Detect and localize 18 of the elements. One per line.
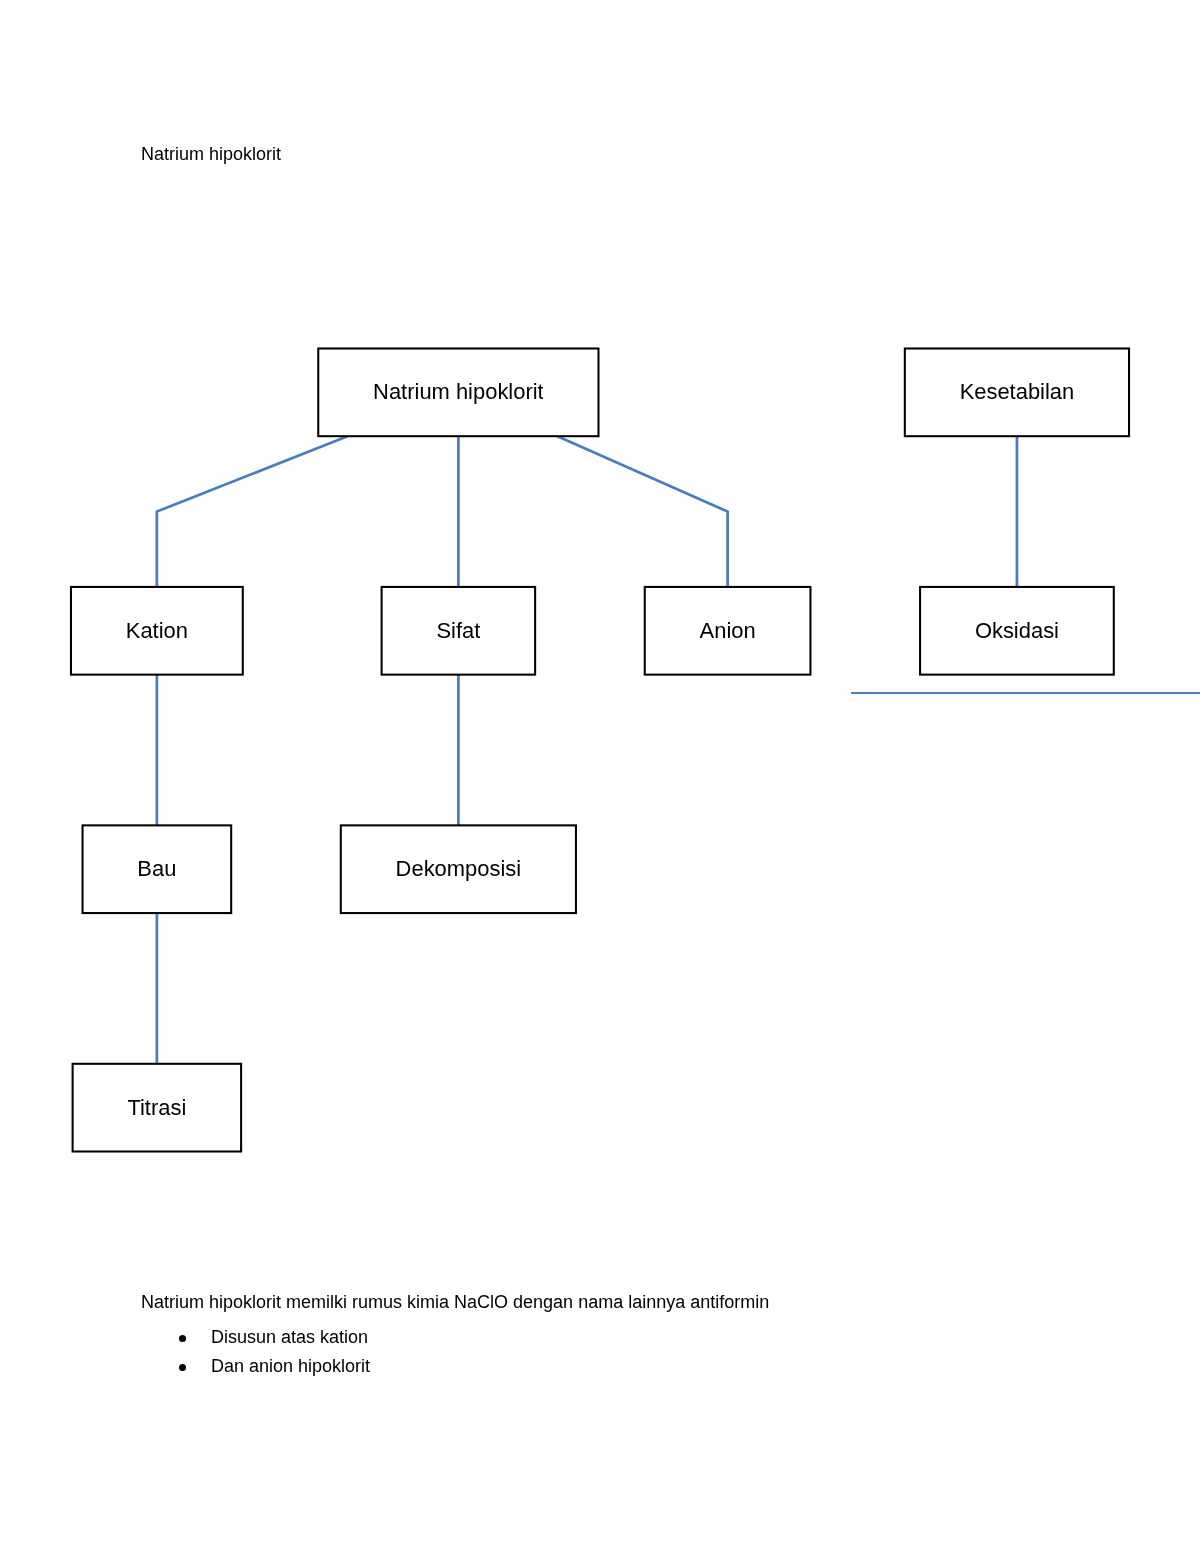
connector: [1015, 436, 1019, 587]
node-box: Natrium hipoklorit: [317, 347, 600, 438]
connector: [457, 674, 460, 826]
connector: [457, 436, 460, 587]
connector: [155, 913, 159, 1064]
node-box: Bau: [81, 824, 233, 915]
connector: [155, 674, 159, 826]
node-box: Kation: [69, 585, 244, 676]
page-title: Natrium hipoklorit: [141, 144, 282, 165]
node-box: Sifat: [380, 585, 537, 676]
node-box: Dekomposisi: [339, 824, 577, 915]
bullet-text: Dan anion hipoklorit: [211, 1356, 371, 1376]
node-box: Anion: [643, 585, 812, 676]
node-box: Kesetabilan: [903, 347, 1131, 438]
node-box: Oksidasi: [919, 585, 1115, 676]
note-text: Natrium hipoklorit memilki rumus kimia NaClO dengan nama lainnya antiformin: [141, 1292, 770, 1313]
node-box: Titrasi: [71, 1062, 243, 1153]
bullet-text: Disusun atas kation: [211, 1327, 369, 1347]
